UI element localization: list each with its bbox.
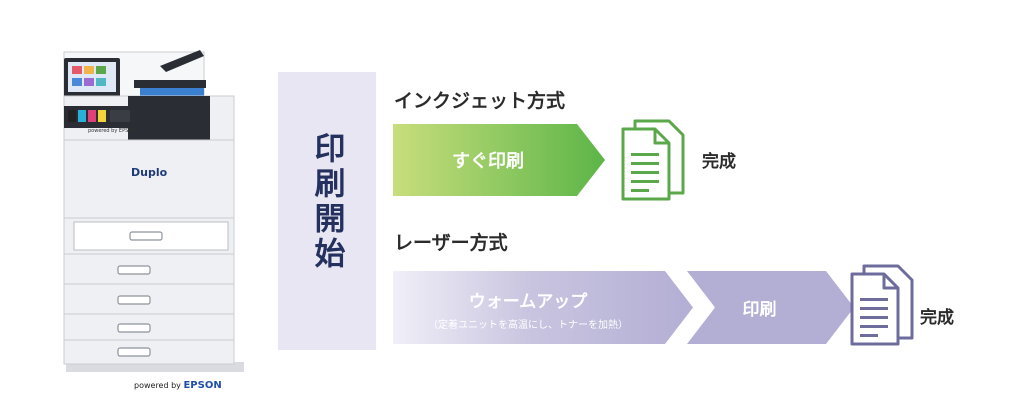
print-start-label: 印刷開始 <box>308 132 345 272</box>
warmup-step-note: （定着ユニットを高温にし、トナーを加熱） <box>428 320 628 331</box>
caption-powered-text: powered by <box>134 381 181 390</box>
laser-print-arrow: 印刷 <box>687 271 854 344</box>
warmup-arrow-shape <box>393 271 693 344</box>
inkjet-method-title: インクジェット方式 <box>394 90 566 112</box>
laser-method-title: レーザー方式 <box>394 232 508 254</box>
printer-illustration <box>40 40 250 400</box>
printer-powered-badge: powered by EPSON <box>88 128 136 134</box>
inkjet-arrow-shape <box>393 124 605 196</box>
warmup-step-label: ウォームアップ <box>468 292 588 312</box>
laser-warmup-arrow: ウォームアップ （定着ユニットを高温にし、トナーを加熱） <box>393 271 693 344</box>
powered-by-caption: powered by EPSON <box>134 380 222 391</box>
document-stack-icon <box>846 264 916 346</box>
printer-graphic <box>63 50 244 372</box>
laser-print-label: 印刷 <box>742 300 777 320</box>
inkjet-done-label: 完成 <box>702 152 736 172</box>
inkjet-print-arrow: すぐ印刷 <box>393 124 605 196</box>
document-stack-icon <box>617 119 687 201</box>
caption-brand-text: EPSON <box>183 380 222 391</box>
inkjet-step-label: すぐ印刷 <box>452 151 524 172</box>
print-start-bar: 印刷開始 <box>278 72 376 350</box>
print-arrow-shape <box>687 271 854 344</box>
laser-done-label: 完成 <box>920 308 954 328</box>
printer-brand-logo: Duplo <box>131 166 168 179</box>
